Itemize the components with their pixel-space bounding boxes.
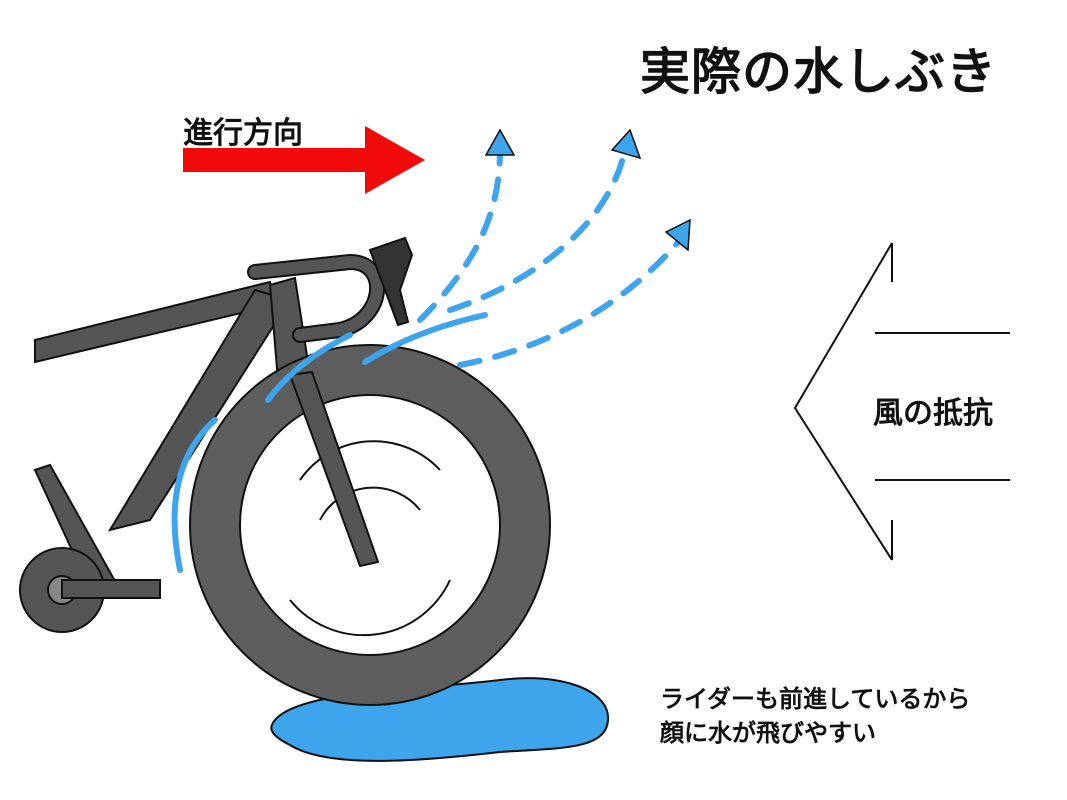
front-wheel [189, 344, 551, 706]
splash-arrowheads [484, 128, 691, 252]
note: ライダーも前進しているから 顔に水が飛びやすい [660, 682, 970, 750]
note-line-1: ライダーも前進しているから [660, 685, 971, 713]
crankset [19, 547, 161, 633]
direction-label: 進行方向 [183, 116, 303, 151]
direction-arrow [183, 126, 425, 194]
wind-resistance-label: 風の抵抗 [873, 396, 993, 431]
brake-lever [368, 236, 414, 327]
wind-arrow [793, 242, 1010, 561]
splash-lines [171, 147, 683, 573]
note-line-2: 顔に水が飛びやすい [660, 719, 876, 747]
fork [288, 370, 380, 568]
title: 実際の水しぶき [640, 43, 997, 101]
